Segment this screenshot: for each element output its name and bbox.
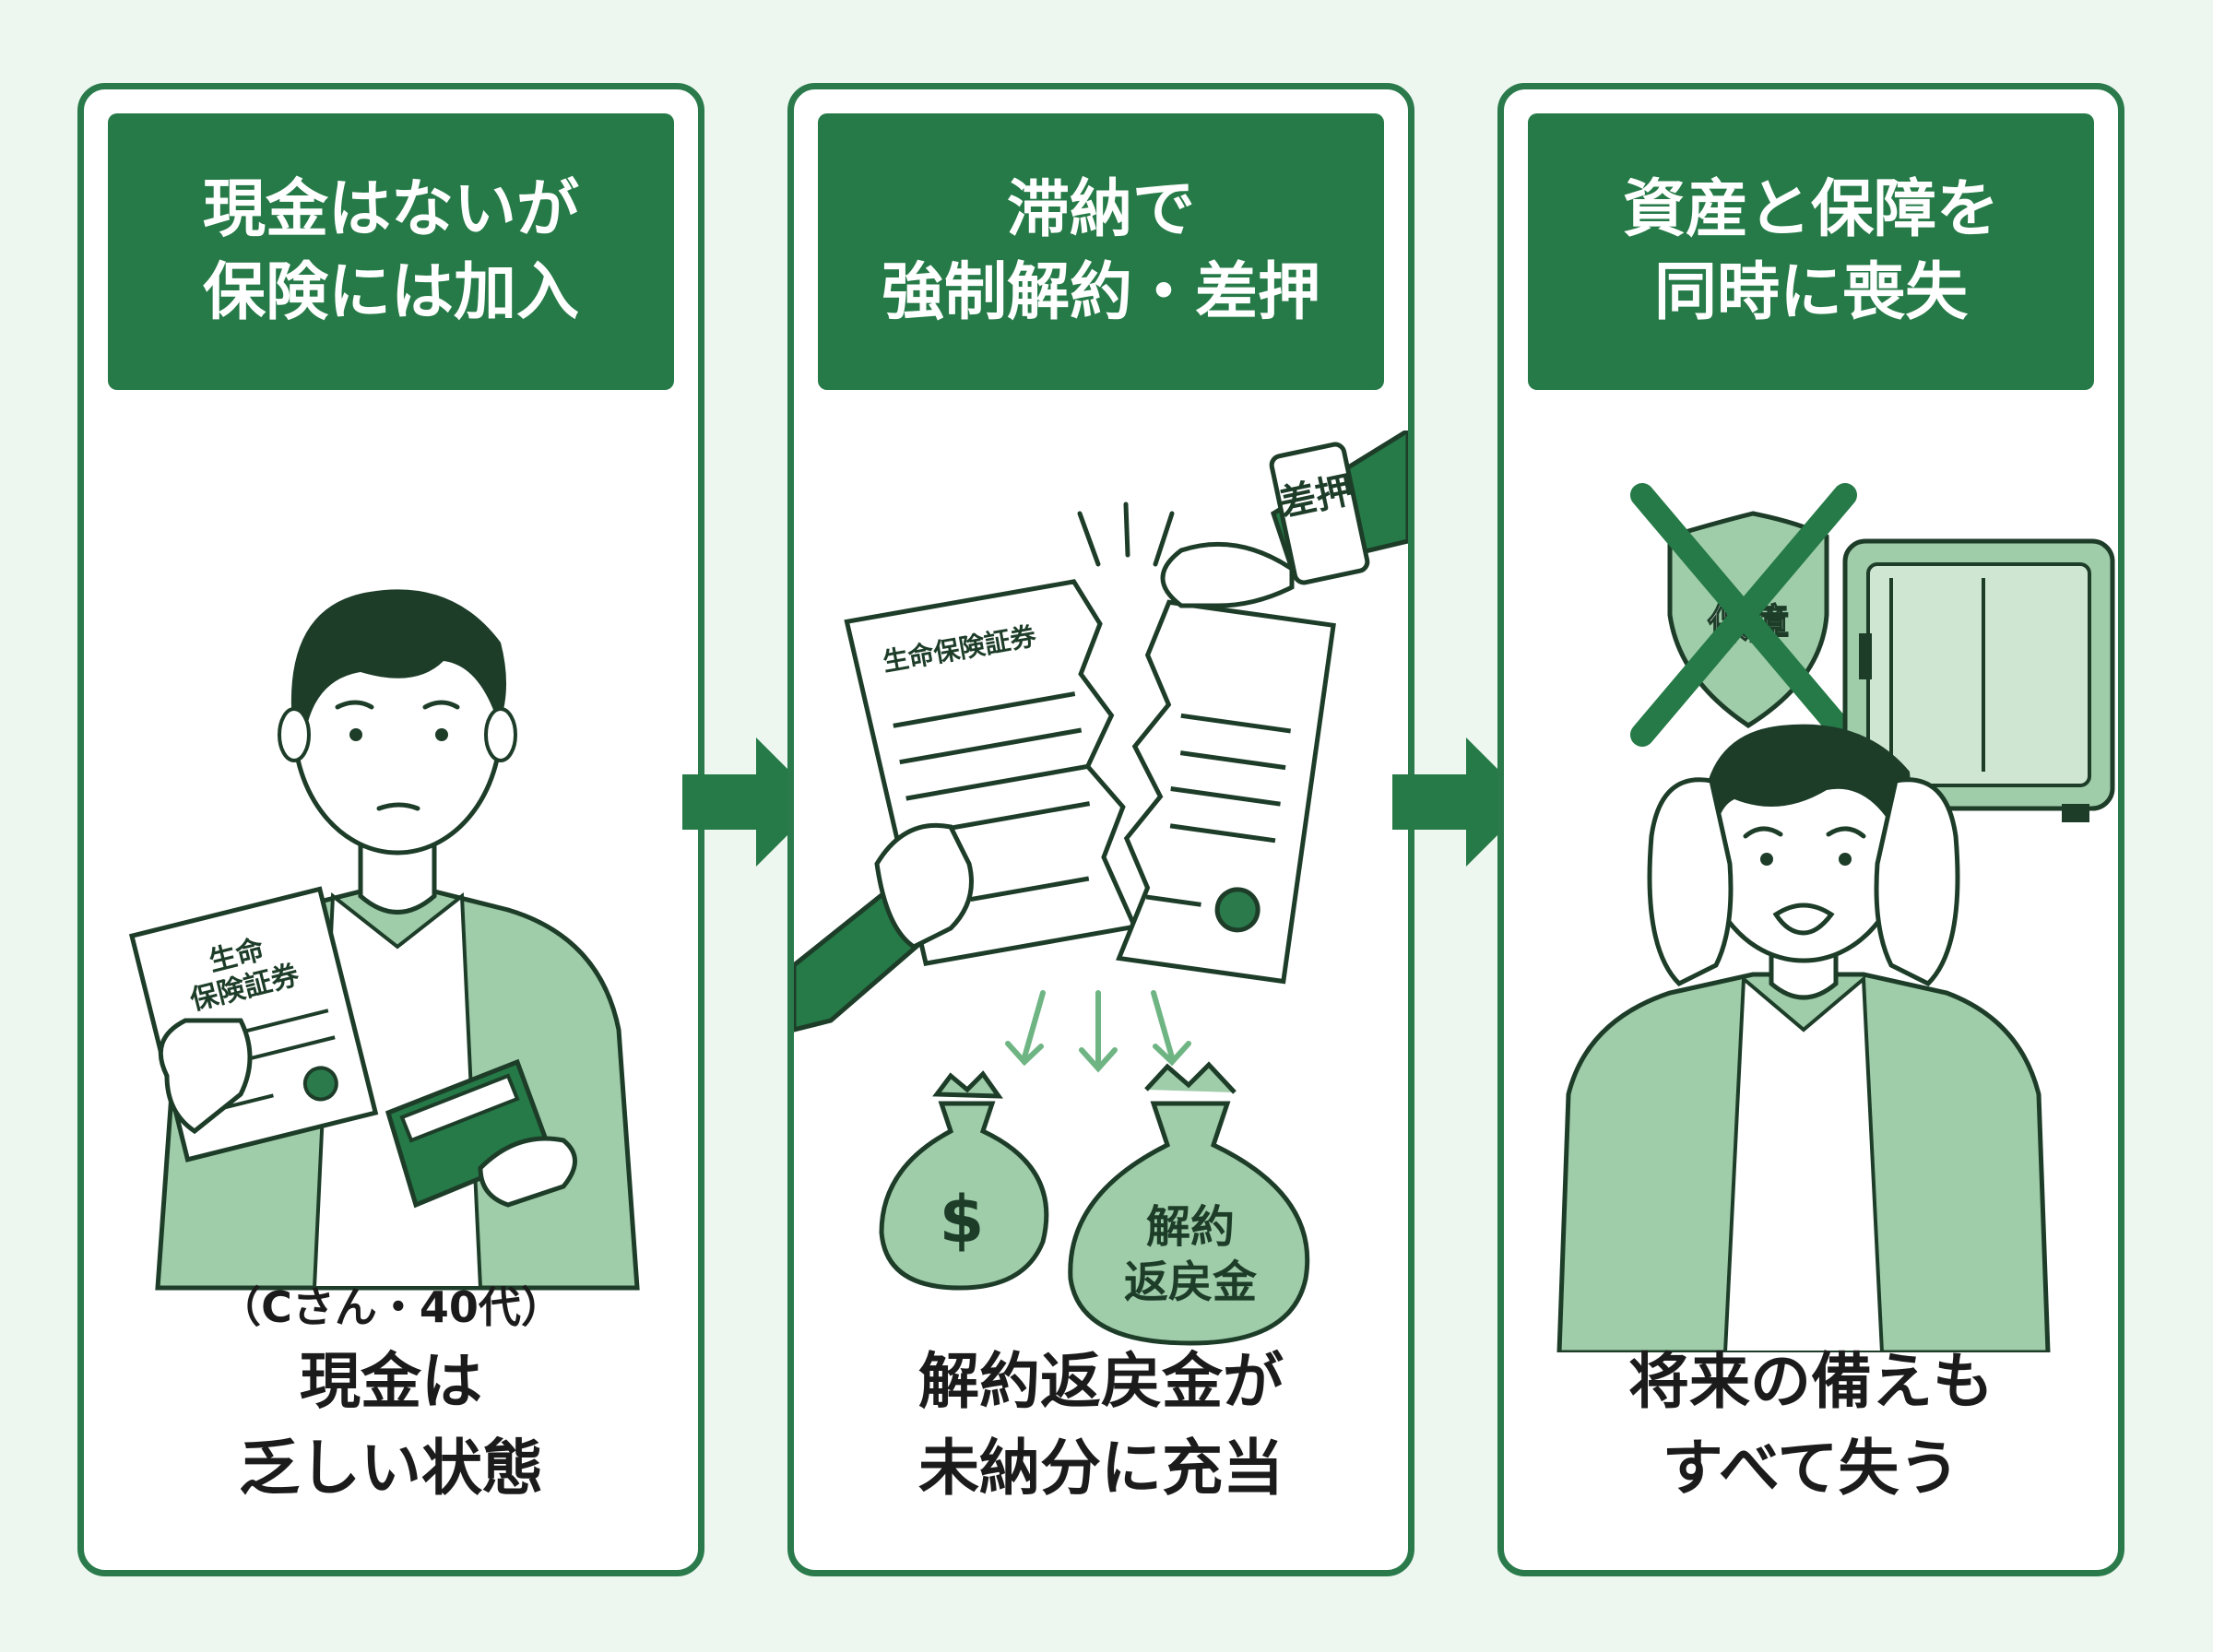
panel-2-header-line-1: 滞納で: [1006, 173, 1195, 247]
panel-2-caption: 解約返戻金が 未納分に充当: [794, 1339, 1408, 1511]
worried-man-illustration: 生命 保険証券: [128, 589, 640, 1291]
panel-2-header-line-2: 強制解約・差押: [881, 256, 1320, 329]
panel-2-caption-line-1: 解約返戻金が: [918, 1346, 1284, 1417]
forced-cancellation-illustration: 生命保険証券 差押: [794, 431, 1408, 1346]
panel-3-caption: 将来の備えも すべて失う: [1504, 1339, 2118, 1511]
arrow-right-icon: [1392, 738, 1531, 867]
panel-3-caption-line-1: 将来の備えも: [1628, 1346, 1994, 1417]
panel-3-header: 資産と保障を 同時に喪失: [1528, 113, 2094, 390]
panel-3-header-line-1: 資産と保障を: [1622, 173, 1999, 247]
panel-1-caption-line-1: 現金は: [300, 1346, 482, 1417]
bag-label-line-2: 返戻金: [1124, 1257, 1258, 1308]
dollar-money-bag: $: [879, 1070, 1049, 1291]
panel-2-header: 滞納で 強制解約・差押: [818, 113, 1384, 390]
panel-1-caption-line-2: 乏しい状態: [239, 1432, 543, 1504]
panel-1-header-line-2: 保険には加入: [202, 256, 579, 329]
step-panel-1: 現金はないが 保険には加入 生命 保険証券: [77, 83, 704, 1576]
step-panel-2: 滞納で 強制解約・差押 生命保険証券: [787, 83, 1414, 1576]
empty-wallet: [385, 1058, 553, 1209]
panel-1-header: 現金はないが 保険には加入: [108, 113, 674, 390]
torn-policy-right: [1116, 599, 1336, 985]
surrender-value-bag: 解約 返戻金: [1068, 1061, 1310, 1346]
panel-1-caption: 現金は 乏しい状態: [84, 1339, 698, 1511]
panel-2-caption-line-2: 未納分に充当: [918, 1432, 1284, 1504]
shield-icon: 保障: [1630, 483, 1857, 747]
panel-3-header-line-2: 同時に喪失: [1653, 256, 1968, 329]
arrow-right-icon: [682, 738, 821, 867]
step-panel-3: 資産と保障を 同時に喪失 保障: [1497, 83, 2124, 1576]
panel-1-header-line-1: 現金はないが: [202, 173, 579, 247]
panel-3-caption-line-2: すべて失う: [1662, 1432, 1960, 1504]
empty-safe-icon: [1842, 538, 2115, 822]
dollar-symbol: $: [940, 1182, 985, 1257]
bag-label-line-1: 解約: [1146, 1201, 1235, 1253]
loss-illustration: 保障: [1556, 483, 2115, 1352]
panel-1-subcaption: （Cさん・40代）: [219, 1282, 563, 1332]
seizure-armband: 差押: [1269, 442, 1370, 585]
